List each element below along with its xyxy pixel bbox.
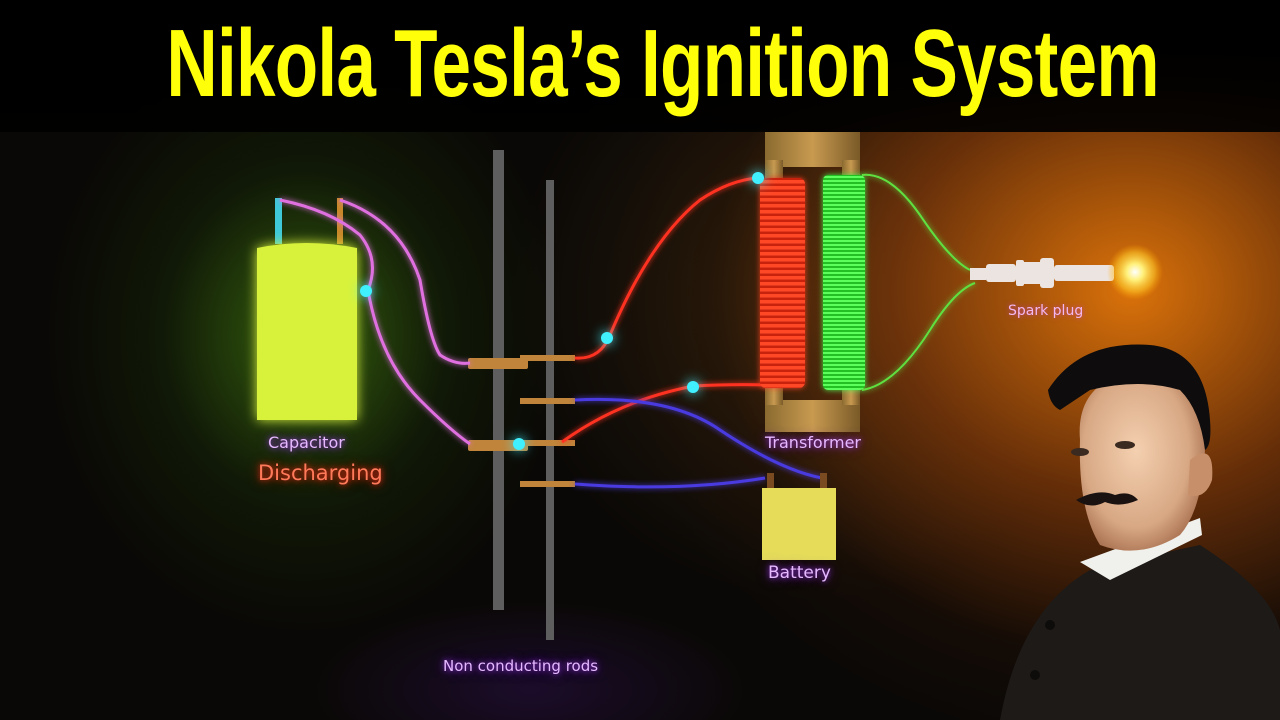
eye-right [1115, 441, 1135, 449]
ear [1188, 453, 1213, 496]
transformer-label: Transformer [765, 433, 862, 452]
spark-plug-wires [861, 173, 976, 391]
secondary-coil [823, 175, 865, 390]
spark-glow [1107, 244, 1163, 300]
spark-plug-label: Spark plug [1008, 303, 1084, 319]
rod-left [493, 150, 504, 610]
capacitor-label: Capacitor [268, 433, 345, 452]
electron-nodes [360, 172, 764, 450]
title-band [0, 0, 1280, 132]
page-title: Nikola Tesla’s Ignition System [166, 10, 1159, 117]
battery-label: Battery [768, 563, 831, 583]
eye-left [1071, 448, 1089, 456]
capacitor-state-label: Discharging [258, 461, 383, 485]
face [1079, 370, 1205, 551]
primary-wires [561, 176, 771, 444]
capacitor-body [257, 243, 357, 420]
spark-plug [970, 258, 1114, 288]
primary-coil [760, 178, 805, 388]
battery [762, 473, 836, 560]
capacitor [257, 198, 357, 420]
tesla-portrait [1000, 344, 1280, 720]
rod-contacts [468, 355, 575, 487]
coat-button [1045, 620, 1055, 630]
capacitor-terminal-left [275, 198, 282, 244]
hair [1048, 344, 1211, 450]
mustache [1076, 492, 1138, 506]
rod-right [546, 180, 554, 640]
transformer [760, 132, 865, 432]
battery-wires [574, 397, 823, 489]
coat-button [1030, 670, 1040, 680]
rods-label: Non conducting rods [443, 657, 599, 675]
coat [1000, 545, 1280, 720]
